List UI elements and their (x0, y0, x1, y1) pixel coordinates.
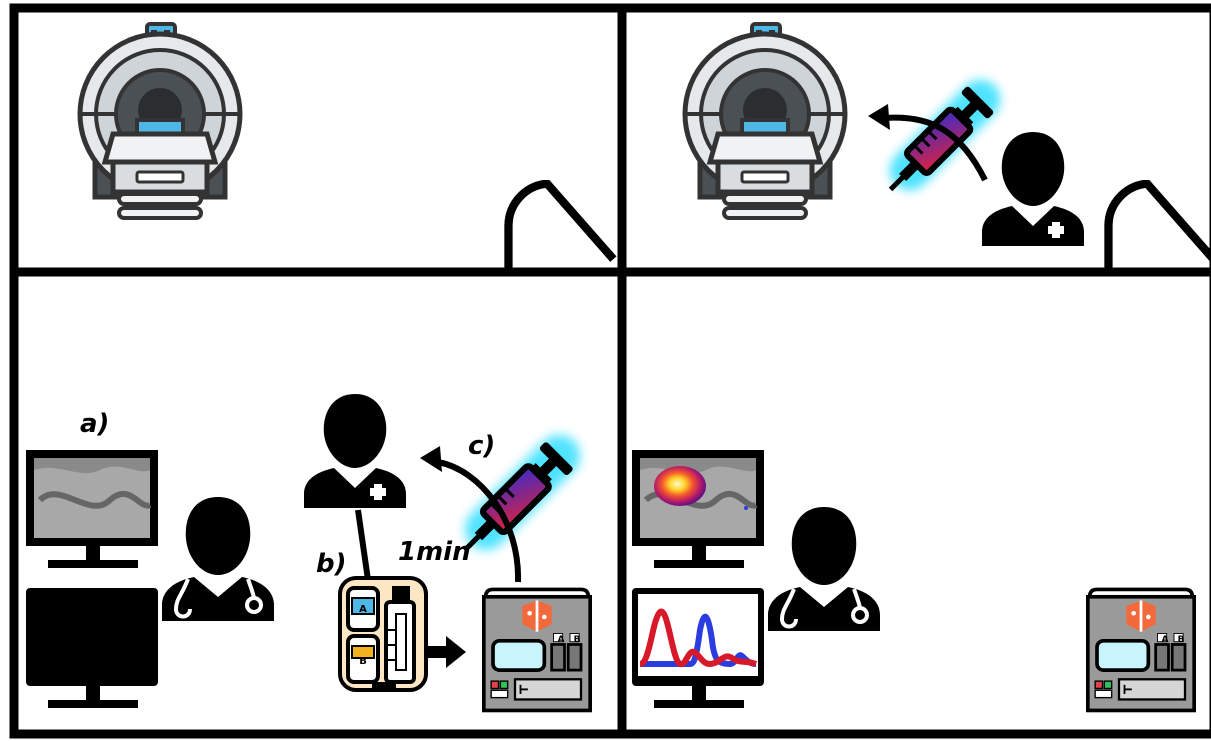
curve-blue (640, 613, 757, 668)
mri-scanner-icon (685, 24, 845, 218)
monitor-icon (26, 588, 158, 708)
door-icon (1108, 184, 1211, 270)
panel-frames (9, 3, 1211, 739)
monitor-icon (632, 588, 764, 708)
arrow-head (868, 104, 890, 130)
doctor-icon (766, 505, 882, 633)
hotspot-overlay (654, 466, 706, 506)
device-port-b: B (1178, 635, 1185, 645)
panel-top-right (685, 24, 1211, 270)
monitor-icon (26, 450, 158, 568)
device-port-b: B (574, 635, 581, 645)
door-icon (508, 184, 613, 270)
doctor-icon (160, 495, 276, 623)
nurse-icon (982, 132, 1084, 246)
cartridge-icon: A B (338, 576, 428, 692)
analyzer-device-icon (1086, 587, 1196, 713)
label-c: c) (468, 431, 495, 461)
arrow-icon (437, 459, 522, 583)
device-port-a: A (1162, 635, 1169, 645)
panel-top-left (80, 24, 613, 270)
cartridge-chamber-b: B (359, 656, 367, 667)
panel-bottom-right: A B (632, 450, 1196, 713)
arrow-icon (428, 636, 466, 668)
cartridge-chamber-a: A (359, 604, 367, 615)
label-b: b) (316, 549, 347, 579)
device-port-a: A (558, 635, 565, 645)
analyzer-device-icon (482, 587, 592, 713)
syringe-icon (876, 71, 1008, 203)
connector-line (355, 509, 371, 581)
curve-red (638, 608, 758, 668)
time-label: 1min (398, 537, 471, 567)
arrow-head (420, 446, 442, 472)
label-a: a) (80, 409, 109, 439)
nurse-icon (304, 394, 406, 508)
arrow-icon (884, 114, 988, 182)
panel-bottom-left: a) c) 1min b) A (26, 394, 592, 713)
mri-scanner-icon (80, 24, 240, 218)
monitor-icon (632, 450, 764, 568)
